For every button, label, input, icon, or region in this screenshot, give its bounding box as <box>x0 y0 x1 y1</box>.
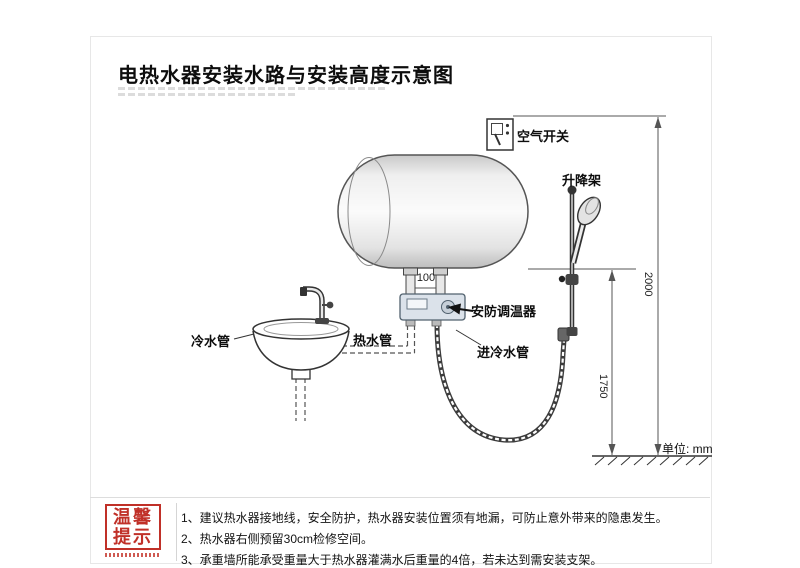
tips-separator <box>90 497 710 498</box>
label-thermostat: 安防调温器 <box>471 304 537 319</box>
watermark-text <box>118 93 298 96</box>
dimension-2000-label: 2000 <box>642 272 654 297</box>
dimension-1750-label: 1750 <box>597 374 609 399</box>
stamp-small-print <box>105 553 161 557</box>
tip-line-3: 3、承重墙所能承受重量大于热水器灌满水后重量的4倍，若未达到需安装支架。 <box>181 553 603 567</box>
tip-line-1: 1、建议热水器接地线，安全防护，热水器安装位置须有地漏，可防止意外带来的隐患发生… <box>181 511 668 525</box>
air-switch-icon <box>486 118 514 151</box>
stamp-divider <box>176 503 177 561</box>
label-lift-rack: 升降架 <box>562 173 602 188</box>
shower-head-icon <box>569 196 602 264</box>
leader-lines <box>233 329 482 346</box>
label-hot-pipe: 热水管 <box>353 333 393 348</box>
dimension-1750-lines <box>528 268 636 455</box>
dimension-2000-lines <box>513 115 666 455</box>
watermark-text <box>118 87 386 90</box>
label-cold-pipe: 冷水管 <box>191 334 231 349</box>
shower-hose <box>434 323 570 443</box>
label-inlet-cold-pipe: 进冷水管 <box>477 345 530 360</box>
wash-basin <box>252 318 350 380</box>
tank-outlet-pipes <box>403 267 448 296</box>
tips-stamp-box: 温馨 提示 <box>105 504 161 550</box>
dimension-100-label: 100 <box>416 272 436 284</box>
thermostat-valve <box>399 293 466 327</box>
tip-line-2: 2、热水器右侧预留30cm检修空间。 <box>181 532 374 546</box>
stamp-text-1: 温馨 <box>113 507 153 527</box>
unit-label: 单位: mm <box>662 442 713 456</box>
page-title: 电热水器安装水路与安装高度示意图 <box>118 65 454 88</box>
label-air-switch: 空气开关 <box>517 129 570 144</box>
stamp-text-2: 提示 <box>113 527 153 547</box>
floor-line <box>592 455 712 466</box>
water-heater-tank <box>337 154 529 269</box>
thermostat-arrow <box>448 303 474 315</box>
cold-water-pipe-dashed <box>295 378 306 421</box>
tips-stamp: 温馨 提示 <box>97 504 169 557</box>
faucet <box>300 286 334 324</box>
